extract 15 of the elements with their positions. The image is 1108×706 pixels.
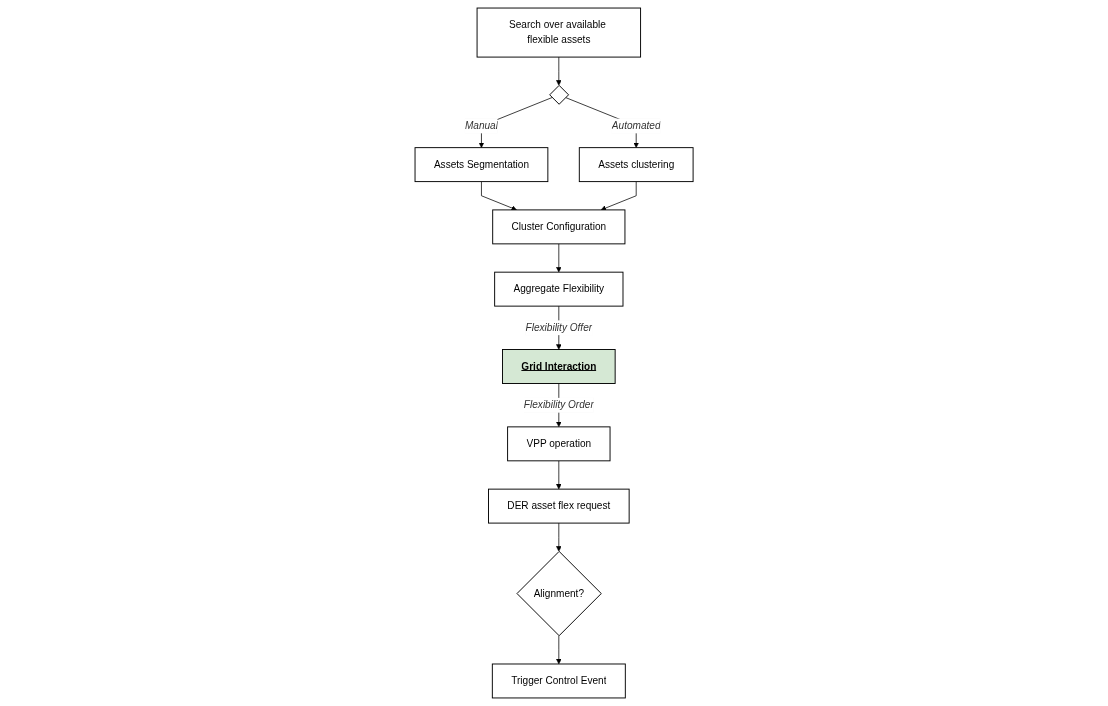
node-box: Trigger Control Event bbox=[491, 663, 626, 699]
node-diamond: Alignment? bbox=[516, 550, 602, 637]
edge-label: Flexibility Offer bbox=[525, 322, 593, 333]
edge-label: Automated bbox=[611, 120, 661, 131]
node-diamond bbox=[549, 84, 569, 105]
edge-label: Flexibility Order bbox=[523, 399, 594, 411]
node-box: DER asset flex request bbox=[487, 488, 630, 524]
node-box: Search over available flexible assets bbox=[476, 7, 641, 58]
node-box: Assets Segmentation bbox=[414, 147, 549, 183]
node-box: Cluster Configuration bbox=[492, 209, 626, 245]
node-box: Assets clustering bbox=[578, 147, 694, 183]
node-box: VPP operation bbox=[507, 426, 611, 462]
edge-label: Manual bbox=[464, 120, 498, 131]
node-box: Aggregate Flexibility bbox=[494, 271, 624, 307]
node-box: Grid Interaction bbox=[501, 349, 616, 384]
